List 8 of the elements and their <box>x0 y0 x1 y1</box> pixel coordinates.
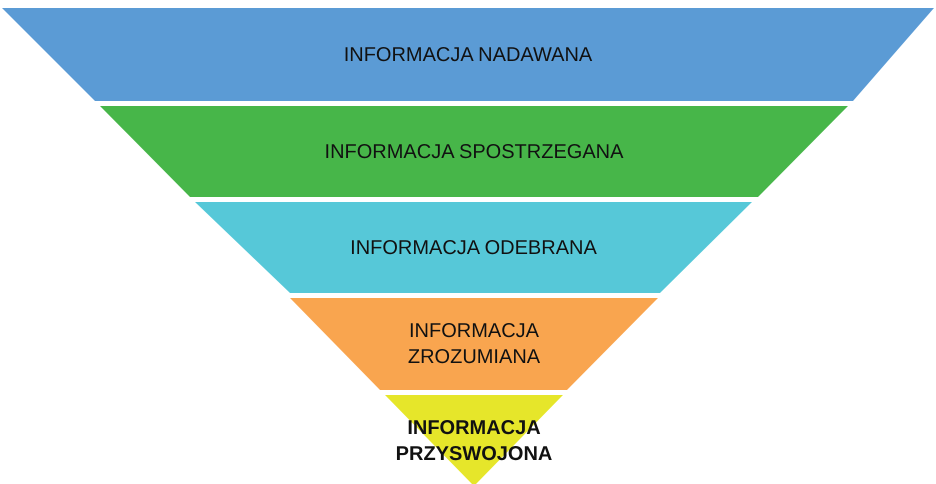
band-label: INFORMACJA NADAWANA <box>342 43 594 68</box>
band-label: INFORMACJA SPOSTRZEGANA <box>324 140 624 165</box>
band-label: INFORMACJA ZROZUMIANA <box>406 319 542 370</box>
funnel-band <box>2 8 934 101</box>
band-label: INFORMACJA ODEBRANA <box>349 236 598 261</box>
funnel-band <box>195 202 752 293</box>
funnel-band <box>100 106 848 197</box>
funnel-band <box>290 298 658 390</box>
